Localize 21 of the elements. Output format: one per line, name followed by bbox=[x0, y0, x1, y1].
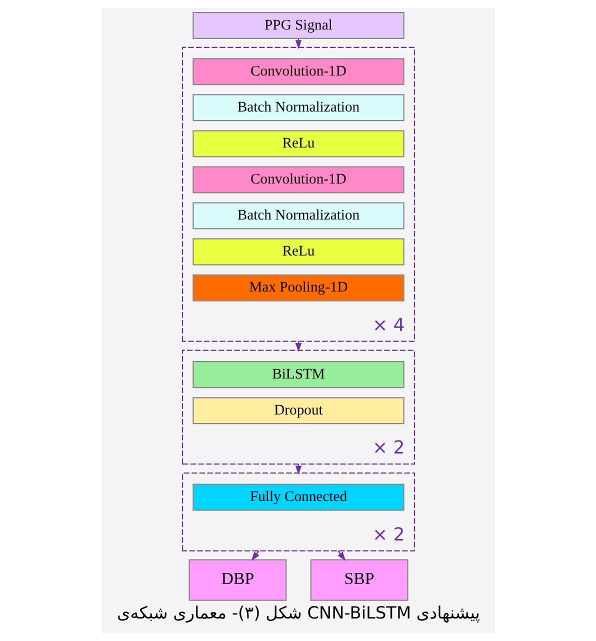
node-box: ReLu bbox=[192, 238, 404, 266]
node-box: ReLu bbox=[192, 130, 404, 158]
node-label: × 2 bbox=[372, 438, 404, 459]
node-box: Batch Normalization bbox=[192, 202, 404, 230]
node-box: Batch Normalization bbox=[192, 94, 404, 122]
cluster bbox=[181, 472, 415, 552]
caption: شکل (۳)- معماری شبکه‌ی CNN-BiLSTM پیشنهادی bbox=[116, 602, 480, 622]
node-box: DBP bbox=[188, 559, 286, 601]
node-box: PPG Signal bbox=[192, 12, 404, 39]
node-box: BiLSTM bbox=[192, 361, 404, 388]
node-label: × 4 bbox=[372, 314, 404, 336]
node-box: Dropout bbox=[192, 397, 404, 424]
cluster bbox=[181, 350, 415, 465]
arrow bbox=[250, 550, 259, 561]
node-box: Convolution-1D bbox=[192, 166, 404, 194]
node-box: SBP bbox=[310, 559, 408, 601]
node-label: × 2 bbox=[372, 524, 404, 546]
node-box: Max Pooling-1D bbox=[192, 274, 404, 302]
cluster bbox=[181, 46, 415, 342]
node-box: Convolution-1D bbox=[192, 58, 404, 86]
node-box: Fully Connected bbox=[192, 484, 404, 511]
